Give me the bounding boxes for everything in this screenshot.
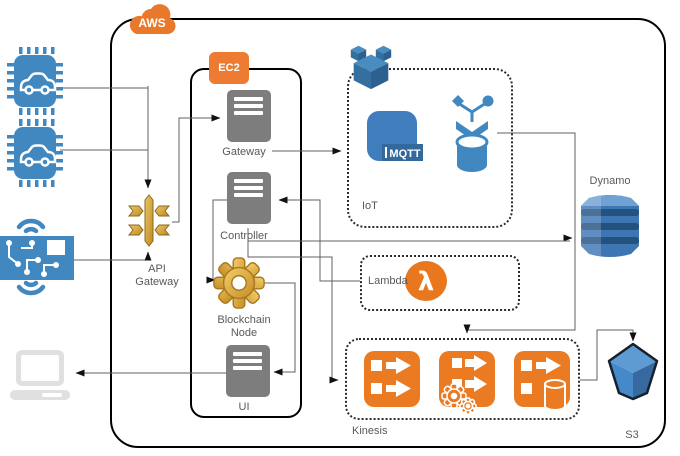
connector-lambda-controller bbox=[278, 196, 360, 282]
s3-label: S3 bbox=[625, 429, 639, 441]
ui-server-icon bbox=[226, 345, 270, 397]
gateway-label: Gateway bbox=[222, 146, 266, 158]
aws-boundary-box bbox=[110, 18, 666, 448]
blockchain-gear-icon bbox=[212, 256, 266, 310]
mqtt-badge-label: MQTT bbox=[389, 148, 420, 160]
aws-cloud-label: AWS bbox=[138, 16, 165, 30]
gateway-server-icon bbox=[227, 90, 271, 142]
mqtt-icon: MQTT bbox=[366, 110, 424, 168]
ui-label: UI bbox=[238, 401, 250, 413]
connector-apigw-gateway bbox=[172, 114, 221, 223]
dynamo-label: Dynamo bbox=[589, 175, 631, 187]
kinesis-box bbox=[345, 338, 580, 420]
lambda-box bbox=[360, 255, 520, 311]
api-gateway-icon bbox=[126, 194, 172, 248]
controller-server-icon bbox=[227, 172, 271, 224]
connector-kinesis-s3 bbox=[580, 329, 637, 381]
aws-cloud-icon: AWS bbox=[120, 2, 184, 38]
connector-board-apigw bbox=[72, 251, 152, 261]
iot-core-icon bbox=[346, 40, 396, 92]
ec2-badge: EC2 bbox=[209, 52, 249, 84]
connector-iotrule-kinesis bbox=[463, 132, 576, 334]
iot-rule-icon bbox=[446, 92, 498, 176]
kinesis-box-label: Kinesis bbox=[352, 425, 388, 437]
lambda-box-label: Lambda bbox=[368, 275, 408, 287]
dynamodb-icon bbox=[577, 192, 643, 260]
controller-label: Controller bbox=[220, 230, 268, 242]
blockchain-label: Blockchain Node bbox=[217, 314, 271, 339]
circuit-board-icon bbox=[0, 210, 74, 302]
lambda-icon: λ bbox=[404, 259, 448, 303]
kinesis-analytics-icon bbox=[438, 350, 496, 414]
chip-car-icon-1 bbox=[6, 46, 64, 116]
chip-car-icon-2 bbox=[6, 118, 64, 188]
laptop-icon bbox=[10, 350, 70, 400]
iot-box-label: IoT bbox=[362, 200, 378, 212]
iot-box bbox=[347, 68, 513, 228]
kinesis-firehose-icon bbox=[513, 350, 571, 412]
connector-controller-kinesis bbox=[247, 241, 339, 384]
s3-bucket-icon bbox=[604, 340, 662, 402]
connector-blockchain-ui bbox=[262, 282, 296, 376]
kinesis-streams-icon bbox=[363, 350, 421, 412]
lambda-symbol: λ bbox=[418, 267, 434, 297]
api-gateway-label: API Gateway bbox=[135, 263, 179, 288]
